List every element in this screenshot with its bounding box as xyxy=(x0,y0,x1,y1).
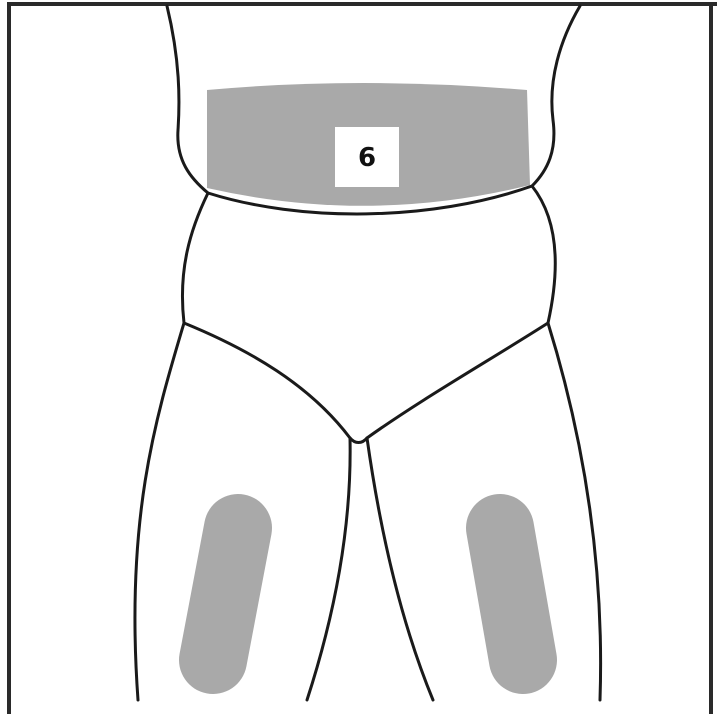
hip-outline xyxy=(182,186,555,323)
right-thigh-zone xyxy=(500,528,523,660)
pelvis-outline xyxy=(184,323,548,443)
waist-zone-label-box: 6 xyxy=(335,127,399,187)
waist-zone-label: 6 xyxy=(358,143,376,173)
left-thigh-zone xyxy=(213,528,238,660)
